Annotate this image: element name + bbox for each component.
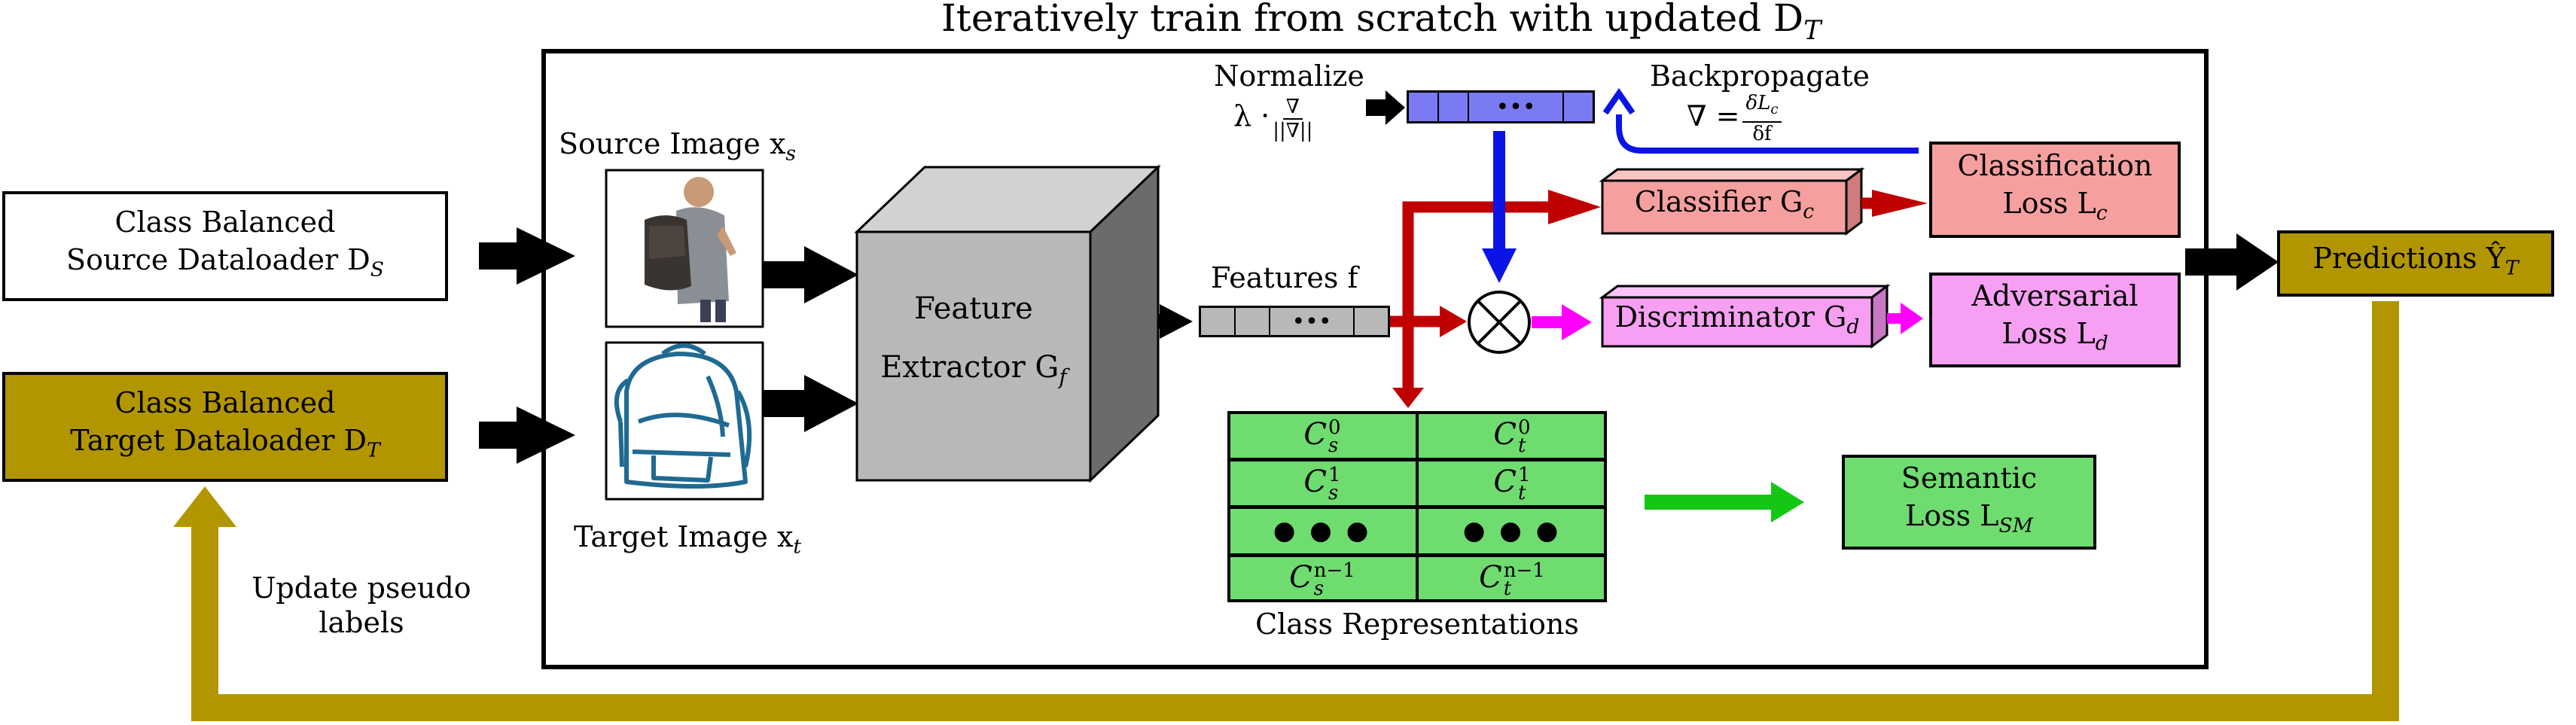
- magenta-arrow-1-head: [1562, 304, 1592, 340]
- predictions-arrow: [2185, 233, 2279, 291]
- frame-title-subscript: T: [1803, 16, 1821, 46]
- magenta-arrow-1-shaft: [1532, 316, 1565, 328]
- features-vector: •••: [1199, 306, 1390, 337]
- classifier-label: Classifier Gc: [1634, 185, 1815, 224]
- class-representations-caption: Class Representations: [1255, 608, 1579, 641]
- backprop-label: Backpropagate: [1650, 59, 1870, 93]
- source-dataloader-box: Class Balanced Source Dataloader DS: [2, 191, 448, 301]
- normalize-arrow: [1366, 90, 1405, 125]
- feature-extractor-label: Feature Extractor Gf: [880, 291, 1067, 389]
- source-image-label: Source Image xs: [559, 127, 797, 166]
- discriminator-label: Discriminator Gd: [1614, 300, 1860, 339]
- normalize-formula: λ ·∇||∇||: [1233, 95, 1313, 142]
- magenta-arrow-2-head: [1901, 303, 1923, 334]
- predictions-box: Predictions ŶT: [2277, 230, 2554, 297]
- red-arrowhead-classifier: [1548, 190, 1601, 224]
- source-image-arrow: [762, 246, 858, 303]
- gradient-vector-dots: •••: [1469, 93, 1564, 121]
- classification-loss-box: Classification Loss Lc: [1929, 142, 2181, 238]
- gradient-vector: •••: [1407, 90, 1595, 123]
- discriminator-block: [1599, 284, 1891, 349]
- target-dataloader-line2: Target Dataloader DT: [70, 424, 380, 462]
- green-arrow-shaft: [1645, 495, 1774, 510]
- adversarial-loss-box: Adversarial Loss Ld: [1929, 273, 2181, 367]
- red-arrowhead-multiply: [1440, 306, 1467, 337]
- feature-extractor-block: [854, 164, 1161, 483]
- feedback-loop-path: [191, 301, 2399, 721]
- source-dataloader-line1: Class Balanced: [114, 206, 336, 239]
- blue-down-arrow-shaft: [1493, 131, 1505, 251]
- target-dataloader-box: Class Balanced Target Dataloader DT: [2, 372, 448, 482]
- gradient-vector-cell: [1409, 93, 1439, 121]
- feedback-loop-arrowhead: [173, 486, 236, 527]
- green-arrow-head: [1771, 482, 1804, 522]
- classifier-block: [1599, 167, 1865, 236]
- frame-title-text: Iteratively train from scratch with upda…: [941, 0, 1804, 40]
- gradient-vector-cell: [1564, 93, 1593, 121]
- magenta-arrow-2-shaft: [1887, 313, 1902, 324]
- multiply-node: [1468, 291, 1531, 354]
- target-loader-arrow: [479, 407, 575, 464]
- source-image-picture: [605, 169, 764, 328]
- semantic-loss-box: Semantic Loss LSM: [1842, 455, 2096, 550]
- red-feature-arrows: [1390, 197, 1875, 391]
- features-vector-dots: •••: [1270, 308, 1355, 335]
- source-dataloader-line2: Source Dataloader DS: [66, 243, 384, 282]
- target-image-arrow: [762, 375, 858, 432]
- class-repr-cell-left: ● ● ●: [1227, 507, 1417, 555]
- red-arrowhead-classloss: [1872, 190, 1928, 217]
- features-vector-cell: [1355, 308, 1388, 335]
- features-vector-cell: [1236, 308, 1270, 335]
- target-image-picture: [605, 341, 764, 501]
- target-image-label: Target Image xt: [574, 520, 802, 559]
- features-label: Features f: [1211, 261, 1358, 294]
- source-loader-arrow: [479, 227, 575, 285]
- frame-title: Iteratively train from scratch with upda…: [941, 0, 1821, 53]
- blue-backprop-arrow: [1616, 114, 1919, 154]
- normalize-label: Normalize: [1214, 59, 1364, 93]
- gradient-vector-cell: [1439, 93, 1469, 121]
- blue-backprop-arrowhead: [1602, 87, 1636, 115]
- target-dataloader-line1: Class Balanced: [114, 386, 336, 420]
- class-repr-divider: [1416, 411, 1419, 602]
- features-vector-cell: [1201, 308, 1236, 335]
- update-pseudo-labels-text: Update pseudo labels: [252, 571, 471, 639]
- training-frame: [541, 49, 2209, 669]
- blue-down-arrowhead: [1482, 248, 1517, 283]
- red-arrowhead-repr: [1392, 388, 1424, 408]
- class-repr-cell-right: ● ● ●: [1417, 507, 1607, 555]
